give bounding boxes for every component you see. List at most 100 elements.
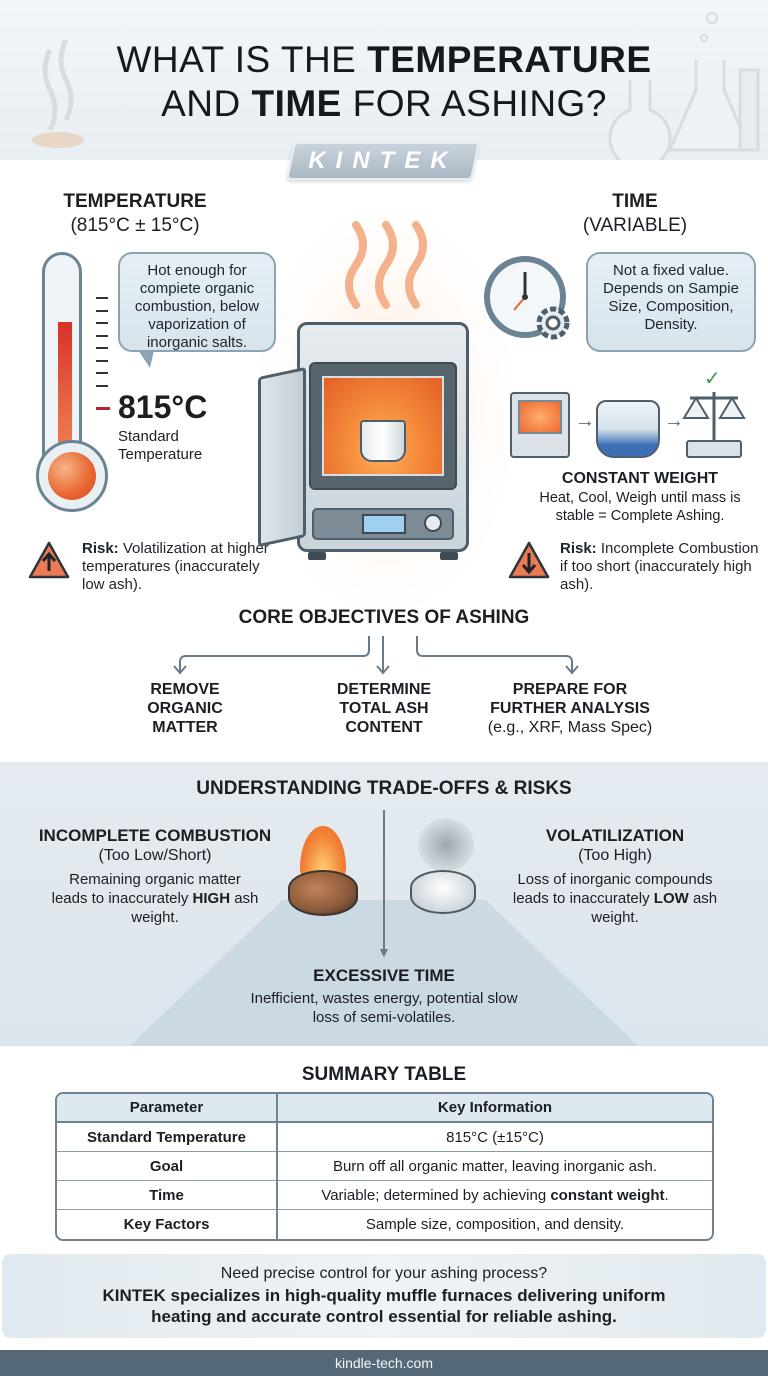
kintek-logo: KINTEK	[308, 147, 458, 174]
furnace-display	[362, 514, 406, 534]
title-part: AND	[161, 83, 252, 124]
body-emphasis: LOW	[653, 890, 689, 907]
scale-base	[686, 440, 742, 458]
risk-label: Risk:	[560, 540, 597, 557]
table-header-row: Parameter Key Information	[57, 1094, 712, 1123]
footer: kindle-tech.com	[0, 1350, 768, 1376]
cta-question: Need precise control for your ashing pro…	[220, 1265, 548, 1282]
column-header-parameter: Parameter	[57, 1094, 278, 1123]
speech-bubble-tail	[138, 350, 154, 368]
table-cell-parameter: Goal	[57, 1152, 278, 1181]
objective-determine-ash: DETERMINE TOTAL ASH CONTENT	[304, 680, 464, 737]
cell-emphasis: constant weight	[550, 1186, 665, 1204]
objective-remove-organic: REMOVE ORGANIC MATTER	[110, 680, 260, 737]
warning-up-arrow-icon	[28, 541, 70, 579]
table-row: Standard Temperature 815°C (±15°C)	[57, 1123, 712, 1152]
incomplete-combustion-heading: INCOMPLETE COMBUSTION	[38, 826, 272, 845]
body-emphasis: HIGH	[192, 890, 231, 907]
objective-line: REMOVE	[150, 681, 220, 698]
cell-text: Burn off all organic matter, leaving ino…	[332, 1157, 658, 1175]
excessive-time-block: EXCESSIVE TIME Inefficient, wastes energ…	[234, 966, 534, 1027]
cell-text: Sample size, composition, and density.	[365, 1216, 625, 1233]
time-speech-bubble: Not a fixed value. Depends on Sampie Siz…	[586, 252, 756, 352]
heat-waves-icon	[345, 221, 427, 309]
volatilization-body: Loss of inorganic compounds leads to ina…	[490, 870, 740, 927]
cta-statement: KINTEK specializes in high-quality muffl…	[0, 1285, 768, 1327]
furnace-foot	[308, 552, 326, 560]
risk-label: Risk:	[82, 540, 119, 557]
table-row: Goal Burn off all organic matter, leavin…	[57, 1152, 712, 1181]
title-part: FOR ASHING?	[341, 83, 607, 124]
objective-line: DETERMINE	[336, 681, 432, 698]
temperature-risk: Risk: Volatilization at higher temperatu…	[82, 540, 272, 594]
volatilization-sub: (Too High)	[578, 847, 652, 864]
thermometer-tick	[96, 385, 108, 387]
table-cell-info: Sample size, composition, and density.	[278, 1210, 712, 1239]
incomplete-combustion-sub: (Too Low/Short)	[98, 847, 212, 864]
cell-text: 815°C (±15°C)	[446, 1128, 544, 1146]
objective-line: TOTAL ASH	[339, 700, 429, 717]
cell-text: .	[664, 1186, 669, 1204]
risk-text: Volatilization at higher temperatures (i…	[82, 540, 269, 593]
thermometer-bulb-fill	[48, 452, 96, 500]
thermometer-tick	[96, 372, 108, 374]
thermometer-tick	[96, 310, 108, 312]
table-cell-info: Burn off all organic matter, leaving ino…	[278, 1152, 712, 1181]
smoke-icon	[418, 818, 474, 872]
table-cell-parameter: Time	[57, 1181, 278, 1210]
volatilization-block: VOLATILIZATION (Too High) Loss of inorga…	[490, 826, 740, 927]
body-text: Remaining organic matter leads to inaccu…	[51, 871, 241, 907]
incomplete-combustion-block: INCOMPLETE COMBUSTION (Too Low/Short) Re…	[30, 826, 280, 927]
thermometer-tick	[96, 297, 108, 299]
title-part-bold: TIME	[251, 83, 342, 124]
column-header-key-information: Key Information	[278, 1094, 712, 1123]
tradeoffs-divider	[383, 810, 385, 950]
standard-temperature-value: 815°C	[118, 389, 208, 425]
thermometer-tick	[96, 335, 108, 337]
cell-text: Variable; determined by achieving	[321, 1186, 551, 1204]
core-objectives-title: CORE OBJECTIVES OF ASHING	[238, 607, 530, 628]
summary-table-title: SUMMARY TABLE	[301, 1064, 467, 1085]
footer-website-link[interactable]: kindle-tech.com	[334, 1355, 434, 1371]
thermometer-tick	[96, 347, 108, 349]
volatilized-sample-icon	[410, 870, 476, 914]
charred-sample-icon	[288, 870, 358, 916]
clock-hands	[513, 272, 528, 311]
risk-text: Incomplete Combustion if too short (inac…	[560, 540, 759, 593]
table-cell-parameter: Key Factors	[57, 1210, 278, 1239]
steam-dish-icon	[32, 38, 84, 148]
excessive-time-heading: EXCESSIVE TIME	[313, 966, 455, 985]
arrow-right-icon: →	[664, 410, 684, 432]
warning-down-arrow-icon	[508, 541, 550, 579]
check-icon: ✓	[704, 368, 721, 390]
objective-line: PREPARE FOR	[512, 681, 628, 698]
thermometer-mercury	[58, 322, 72, 472]
gear-icon	[536, 306, 570, 340]
title-part-bold: TEMPERATURE	[367, 39, 652, 80]
standard-temperature-label: Standard Temperature	[118, 428, 203, 463]
furnace-foot	[440, 552, 458, 560]
objective-line: MATTER	[152, 719, 218, 736]
constant-weight-text: Heat, Cool, Weigh until mass is stable =…	[539, 490, 741, 524]
excessive-time-body: Inefficient, wastes energy, potential sl…	[250, 990, 518, 1026]
objective-sub: (e.g., XRF, Mass Spec)	[487, 719, 653, 736]
objectives-arrows	[173, 636, 579, 675]
time-heading: TIME	[612, 191, 658, 212]
title-part: WHAT IS THE	[116, 39, 368, 80]
body-text: Loss of inorganic compounds leads to ina…	[512, 871, 713, 907]
body-text: ash weight.	[131, 890, 259, 926]
objective-line: CONTENT	[345, 719, 423, 736]
temperature-speech-bubble: Hot enough for compiete organic combusti…	[118, 252, 276, 352]
furnace-knob-icon	[424, 514, 442, 532]
objective-line: ORGANIC	[147, 700, 223, 717]
incomplete-combustion-body: Remaining organic matter leads to inaccu…	[30, 870, 280, 927]
lab-flask-icon	[608, 12, 760, 160]
temperature-section-header: TEMPERATURE (815°C ± 15°C)	[10, 190, 260, 238]
table-cell-parameter: Standard Temperature	[57, 1123, 278, 1152]
table-cell-info: 815°C (±15°C)	[278, 1123, 712, 1152]
temperature-subheading: (815°C ± 15°C)	[70, 215, 200, 236]
table-row: Key Factors Sample size, composition, an…	[57, 1210, 712, 1239]
arrow-down-icon: ▼	[377, 944, 391, 960]
crucible-icon	[360, 420, 406, 462]
desiccator-icon	[596, 400, 660, 458]
